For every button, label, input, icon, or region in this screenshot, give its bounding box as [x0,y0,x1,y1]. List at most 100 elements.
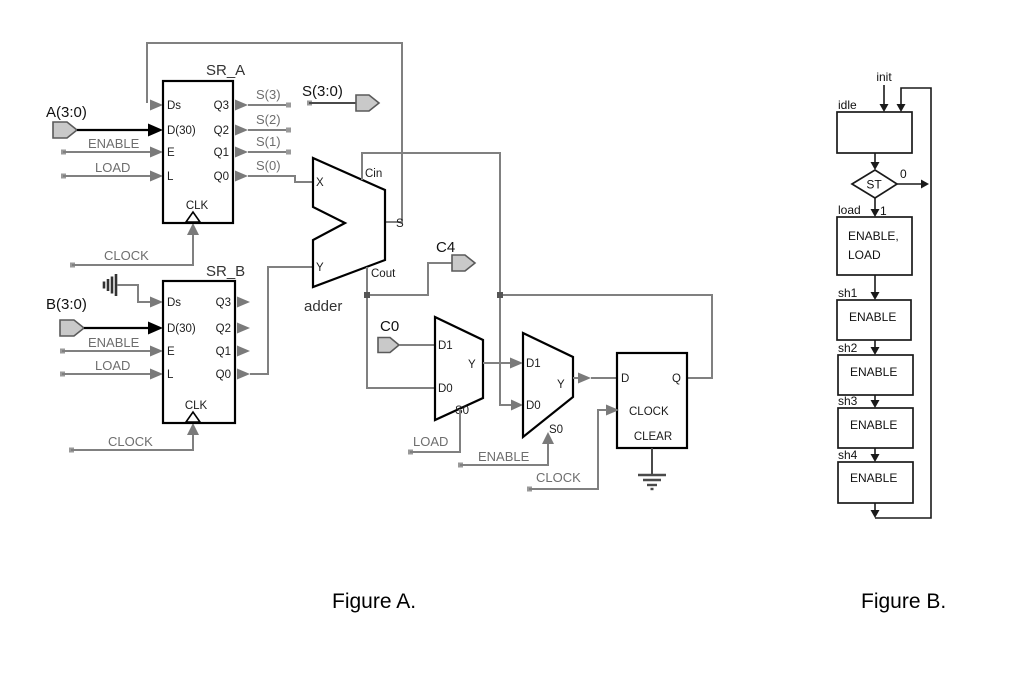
sh4-exit-arrowhead-icon [870,510,880,518]
ff-d-arrow-icon [578,372,591,384]
mux2-pin-s0: S0 [549,424,563,436]
figure-b-flowchart: init idle ST 0 load 1 ENABLE, LOAD sh1 E… [836,70,932,519]
mux2-pin-y: Y [557,379,565,391]
branch-1-label: 1 [880,204,887,218]
loopback-arrowhead-icon [896,104,906,112]
sr-b-inputs: B(3:0) ENABLE LOAD CLOCK [46,274,199,453]
wire-ds-constant [117,284,150,303]
sr-b-e-arrow-icon [150,345,163,357]
ground-icon [638,473,666,491]
mux1-pin-d0: D0 [438,383,453,395]
ff-body [615,351,689,450]
junction-dot [364,292,370,298]
terminal [286,149,291,155]
sr-b-pin-clk: CLK [185,400,208,412]
branch-0-arrowhead-icon [921,179,929,189]
figure-a-schematic: A(3:0) ENABLE LOAD CLOCK SR_A Ds D(30) E [46,42,713,492]
sr-a-body [161,79,235,225]
sr-b-q2-arrow-icon [237,322,250,334]
carry-nets: C4 C0 [361,152,713,411]
sh2-state-label: sh2 [838,341,858,355]
c4-label: C4 [436,239,455,256]
sh3-state-label: sh3 [838,394,858,408]
ff-pin-d: D [621,373,629,385]
mux1-block: D1 D0 Y S0 LOAD [408,315,523,455]
load-state-label: load [838,203,861,217]
mux1-pin-y: Y [468,359,476,371]
sr-a-pin-ds: Ds [167,100,181,112]
sr-a-pin-q2: Q2 [214,125,229,137]
sr-a-title: SR_A [206,62,245,79]
adder-body [311,156,387,289]
sr-b-q3-arrow-icon [237,296,250,308]
sr-b-enable-label: ENABLE [88,335,140,350]
sh1-state-box [836,299,912,341]
adder-title: adder [304,298,342,315]
s-bus-pad-icon [355,94,381,112]
mux1-pin-s0: S0 [455,405,469,417]
mux2-body [521,331,575,440]
sh2-action: ENABLE [850,365,897,379]
sr-a-enable-label: ENABLE [88,136,140,151]
mux1-select-label: LOAD [413,434,448,449]
load-to-sh1-arrowhead-icon [870,292,880,300]
sr-b-ds-constant-ground-icon [102,274,118,296]
st-decision-label: ST [866,178,882,192]
sr-b-clock-triangle-icon [184,410,202,423]
mux2-pin-d1: D1 [526,358,541,370]
init-label: init [876,70,892,84]
sr-b-body [161,279,237,425]
mux2-d0-arrow-icon [511,399,523,411]
sr-b-pin-q3: Q3 [216,297,231,309]
sh1-action: ENABLE [849,310,896,324]
s1-label: S(1) [256,134,281,149]
sr-b-pin-q0: Q0 [216,369,231,381]
loopback-line [875,87,932,519]
s3-label: S(3) [256,87,281,102]
adder-block: X Y Cin S Cout adder [304,156,404,315]
sr-b-pin-e: E [167,346,175,358]
sr-a-d-arrow-icon [148,123,163,137]
terminal [286,102,291,108]
sr-a-inputs: A(3:0) ENABLE LOAD CLOCK [46,104,199,268]
sr-a-q1-arrow-icon [235,146,248,158]
adder-pin-s: S [396,218,404,230]
sh4-action: ENABLE [850,471,897,485]
c0-label: C0 [380,318,399,335]
sr-a-q0-arrow-icon [235,170,248,182]
sr-a-pin-q0: Q0 [214,171,229,183]
sr-a-pin-q1: Q1 [214,147,229,159]
branch-0-label: 0 [900,167,907,181]
sh2-to-sh3-arrowhead-icon [870,400,880,408]
mux2-select-label: ENABLE [478,449,530,464]
sr-b-q1-arrow-icon [237,345,250,357]
a-bus-pad-icon [52,121,79,139]
ff-pin-clock: CLOCK [629,406,669,418]
decision-to-load-arrowhead-icon [870,209,880,217]
junction-dot [497,292,503,298]
carry-flipflop-block: D Q CLOCK CLEAR CLOCK [527,351,689,492]
sh1-to-sh2-arrowhead-icon [870,347,880,355]
wire-ff-clock [529,409,607,490]
wire-cin-net [361,152,511,406]
wire-cout-to-c4 [367,262,452,296]
sr-b-d-arrow-icon [148,321,163,335]
sr-a-q2-arrow-icon [235,124,248,136]
sh4-state-label: sh4 [838,448,858,462]
sr-b-pin-q2: Q2 [216,323,231,335]
adder-pin-cout: Cout [371,268,396,280]
sr-a-pin-clk: CLK [186,200,209,212]
mux2-s0-arrow-icon [542,432,554,444]
ff-clock-arrow-icon [606,404,619,416]
sh1-state-label: sh1 [838,286,858,300]
sh3-action: ENABLE [850,418,897,432]
figure-b-caption: Figure B. [861,590,946,613]
adder-pin-x: X [316,177,324,189]
adder-pin-y: Y [316,262,324,274]
mux1-pin-d1: D1 [438,340,453,352]
load-action-1: ENABLE, [848,229,899,243]
sr-b-pin-l: L [167,369,174,381]
c4-pad-icon [451,254,477,272]
